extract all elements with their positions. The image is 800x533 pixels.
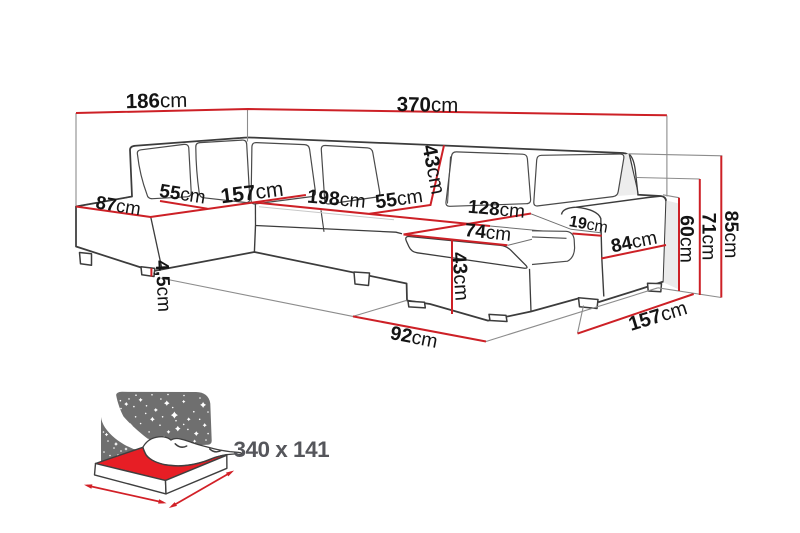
svg-text:87cm: 87cm (94, 191, 142, 219)
svg-text:340 x 141: 340 x 141 (234, 437, 330, 462)
svg-text:19cm: 19cm (568, 213, 609, 237)
svg-text:84cm: 84cm (609, 227, 659, 257)
svg-text:92cm: 92cm (388, 322, 439, 353)
svg-text:43cm: 43cm (447, 251, 472, 301)
svg-text:128cm: 128cm (467, 196, 526, 222)
svg-text:198cm: 198cm (306, 186, 366, 213)
svg-text:157cm: 157cm (219, 177, 284, 208)
svg-text:55cm: 55cm (158, 180, 207, 208)
svg-text:71cm: 71cm (698, 213, 720, 261)
svg-text:43cm: 43cm (418, 143, 450, 197)
svg-text:74cm: 74cm (464, 220, 512, 246)
svg-text:370cm: 370cm (397, 93, 459, 117)
svg-text:85cm: 85cm (720, 211, 742, 259)
svg-text:55cm: 55cm (374, 185, 424, 213)
svg-text:4,5cm: 4,5cm (151, 260, 175, 313)
svg-text:60cm: 60cm (676, 215, 698, 263)
svg-text:186cm: 186cm (125, 88, 187, 112)
